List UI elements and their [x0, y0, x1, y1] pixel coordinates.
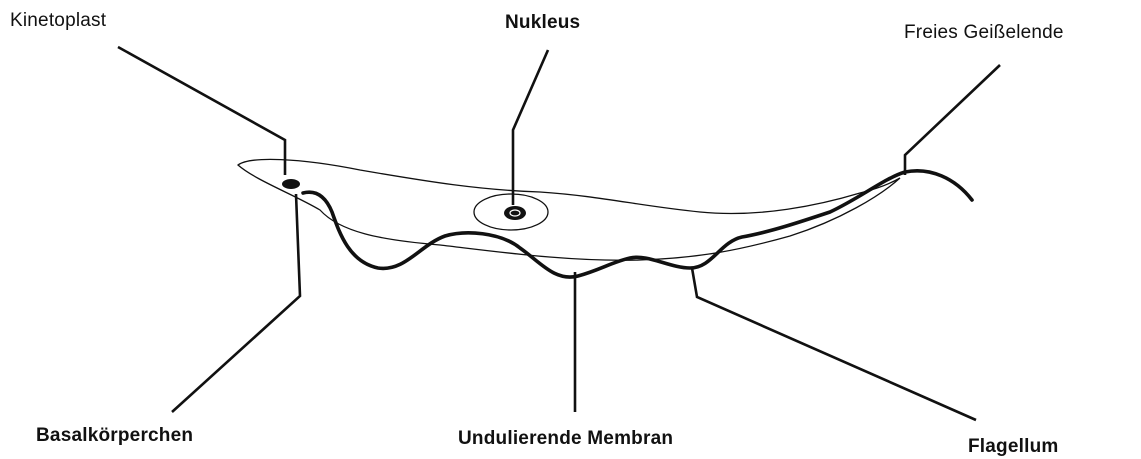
flagellum-line [303, 171, 972, 277]
label-basalkoerperchen: Basalkörperchen [36, 425, 193, 447]
label-freies-geisselende: Freies Geißelende [904, 22, 1064, 44]
leader-basalkoerperchen [172, 194, 300, 412]
cell-body-outline [238, 159, 900, 260]
leader-flagellum [692, 268, 976, 420]
label-flagellum: Flagellum [968, 436, 1058, 458]
label-undulierende-membran: Undulierende Membran [458, 428, 673, 450]
label-kinetoplast: Kinetoplast [10, 10, 106, 32]
leader-nukleus [513, 50, 548, 205]
nucleus-core [504, 206, 526, 220]
leader-freies-geisselende [905, 65, 1000, 175]
kinetoplast-dot [282, 179, 300, 189]
leader-kinetoplast [118, 47, 285, 175]
label-nukleus: Nukleus [505, 12, 580, 34]
